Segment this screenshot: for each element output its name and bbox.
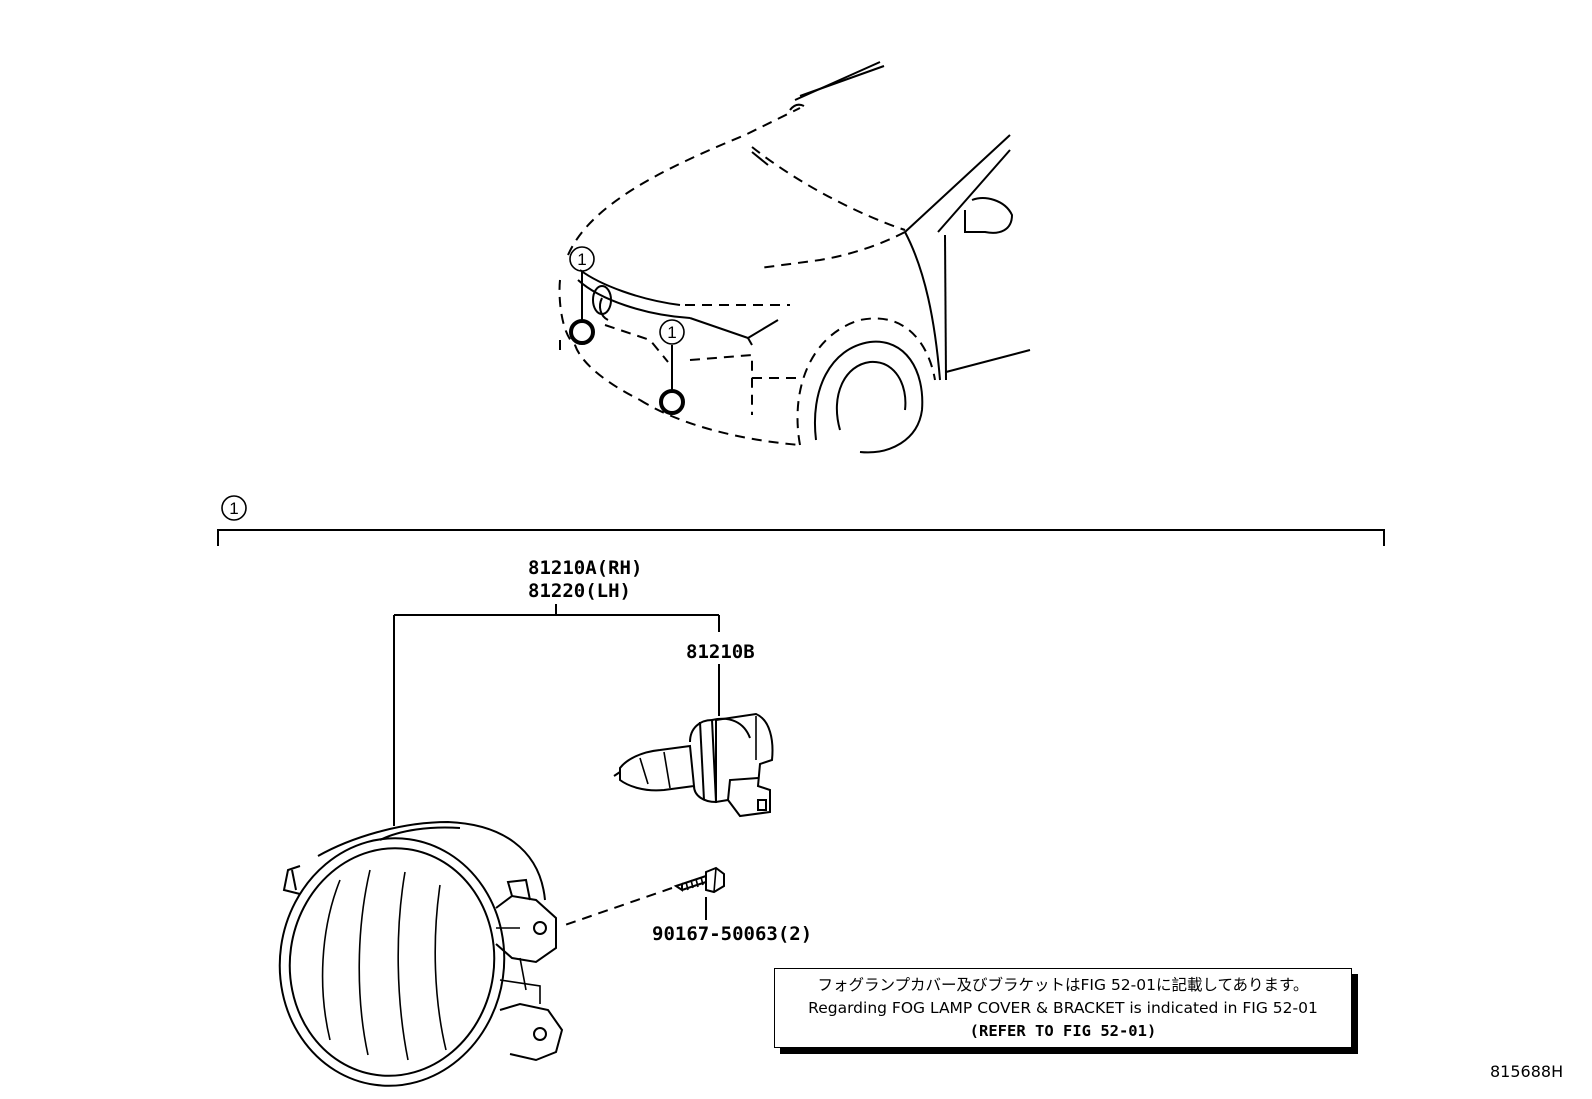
fog-lamp-position-right	[659, 389, 685, 415]
callout-main-number: 1	[229, 499, 238, 518]
fog-lamp-assembly-icon	[278, 820, 564, 1087]
part-number-bulb: 81210B	[686, 641, 755, 663]
callout-car-right: 1	[659, 319, 685, 345]
car-front-outline-icon	[558, 61, 1031, 454]
leader-lines	[393, 604, 720, 920]
callout-car-right-number: 1	[667, 323, 676, 342]
callout-main: 1	[221, 495, 247, 521]
callout-car-left: 1	[569, 246, 595, 272]
part-number-assembly-rh: 81210A(RH)	[528, 557, 642, 579]
reference-note: フォグランプカバー及びブラケットはFIG 52-01に記載してあります。 Reg…	[774, 968, 1352, 1048]
part-number-screw: 90167-50063(2)	[652, 923, 812, 945]
mounting-screw-icon	[561, 866, 725, 927]
note-line-english: Regarding FOG LAMP COVER & BRACKET is in…	[808, 998, 1318, 1017]
callout-car-left-number: 1	[577, 250, 586, 269]
note-line-reference: (REFER TO FIG 52-01)	[969, 1021, 1157, 1040]
part-number-assembly-lh: 81220(LH)	[528, 580, 631, 602]
fog-lamp-position-left	[569, 319, 595, 345]
fog-lamp-bulb-icon	[613, 712, 774, 818]
figure-id: 815688H	[1490, 1062, 1564, 1081]
note-line-japanese: フォグランプカバー及びブラケットはFIG 52-01に記載してあります。	[817, 975, 1309, 994]
group-bracket	[217, 529, 1385, 546]
